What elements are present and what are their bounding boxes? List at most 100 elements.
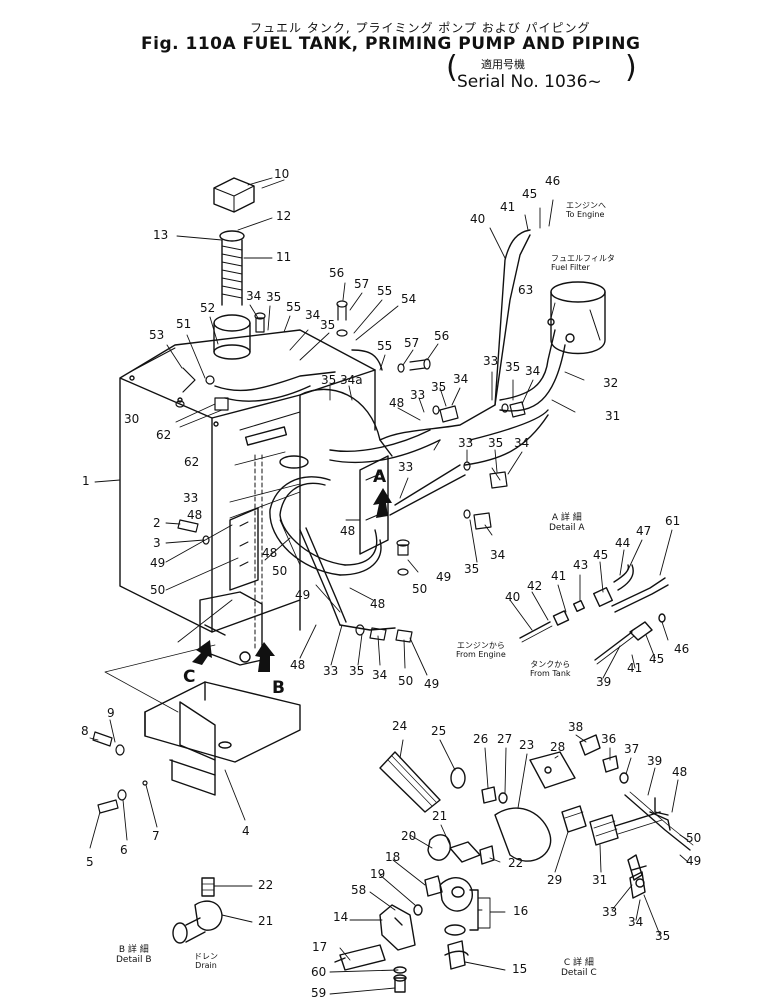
serial-paren-right: ) <box>625 50 637 85</box>
callout-30: 30 <box>124 412 140 426</box>
callout-50-b: 50 <box>272 564 288 578</box>
callout-35-c2: 35 <box>655 929 671 943</box>
arrow-a-shape <box>373 488 392 518</box>
arrow-c-shape <box>192 640 212 665</box>
callout-14: 14 <box>333 910 349 924</box>
callout-1: 1 <box>82 474 90 488</box>
callout-43: 43 <box>573 558 589 572</box>
serial-paren-left: ( <box>446 50 458 85</box>
callout-32: 32 <box>603 376 619 390</box>
callout-20: 20 <box>401 829 417 843</box>
view-arrow-b-letter: B <box>272 678 285 698</box>
callout-48-c2: 48 <box>672 765 688 779</box>
callout-21-c: 21 <box>432 809 448 823</box>
callout-9: 9 <box>107 706 115 720</box>
callout-62-b: 62 <box>184 455 200 469</box>
callout-56-top: 56 <box>329 266 345 280</box>
callout-57-top: 57 <box>354 277 370 291</box>
callout-49-c: 49 <box>436 570 452 584</box>
callout-15: 15 <box>512 962 528 976</box>
callout-33-c2: 33 <box>602 905 618 919</box>
callout-48-d: 48 <box>340 524 356 538</box>
callout-35-h: 35 <box>349 664 365 678</box>
callout-26: 26 <box>473 732 489 746</box>
callout-62-a: 62 <box>156 428 172 442</box>
callout-54: 54 <box>401 292 417 306</box>
callout-2: 2 <box>153 516 161 530</box>
callout-48-e: 48 <box>370 597 386 611</box>
callout-55-top: 55 <box>377 284 393 298</box>
callout-36: 36 <box>601 732 617 746</box>
callout-50-c: 50 <box>412 582 428 596</box>
callout-41-a: 41 <box>551 569 567 583</box>
callout-31-top: 31 <box>605 409 621 423</box>
callout-34-f: 34 <box>490 548 506 562</box>
callout-11: 11 <box>276 250 292 264</box>
callout-35-b: 35 <box>320 318 336 332</box>
callout-25: 25 <box>431 724 447 738</box>
view-arrow-c-letter: C <box>183 667 196 687</box>
callout-49-a: 49 <box>150 556 166 570</box>
callout-45-b: 45 <box>649 652 665 666</box>
callout-35-e: 35 <box>431 380 447 394</box>
callout-8: 8 <box>81 724 89 738</box>
callout-49-d: 49 <box>424 677 440 691</box>
callout-17: 17 <box>312 940 328 954</box>
arrow-b-shape <box>255 642 275 672</box>
callout-39-a: 39 <box>596 675 612 689</box>
callout-58: 58 <box>351 883 367 897</box>
callout-57-right: 57 <box>404 336 420 350</box>
callout-5: 5 <box>86 855 94 869</box>
callout-35-g: 35 <box>464 562 480 576</box>
callout-7: 7 <box>152 829 160 843</box>
detail-a-drawing <box>519 564 669 665</box>
callout-35-a: 35 <box>266 290 282 304</box>
callout-37: 37 <box>624 742 640 756</box>
callout-31-c: 31 <box>592 873 608 887</box>
callout-40-top: 40 <box>470 212 486 226</box>
callout-12: 12 <box>276 209 292 223</box>
callout-42: 42 <box>527 579 543 593</box>
leader-bracket-16 <box>477 897 506 929</box>
callout-4: 4 <box>242 824 250 838</box>
callout-56-right: 56 <box>434 329 450 343</box>
fittings <box>92 300 526 814</box>
callout-40-a: 40 <box>505 590 521 604</box>
callout-50-c2: 50 <box>686 831 702 845</box>
callout-55-right: 55 <box>377 339 393 353</box>
view-arrows <box>192 488 392 672</box>
fuel-tank <box>119 177 376 651</box>
callout-34-b: 34 <box>305 308 321 322</box>
callout-50-a: 50 <box>150 583 166 597</box>
callout-34-a: 34 <box>246 289 262 303</box>
tank-guard <box>144 681 301 796</box>
callout-61: 61 <box>665 514 681 528</box>
callout-24: 24 <box>392 719 408 733</box>
serial-japanese: 適用号機 <box>481 58 525 71</box>
detail-b-drawing <box>172 877 223 944</box>
callout-46-top: 46 <box>545 174 561 188</box>
callout-19: 19 <box>370 867 386 881</box>
fuel-pipes <box>214 229 566 631</box>
callout-39-c: 39 <box>647 754 663 768</box>
callout-33-b: 33 <box>410 388 426 402</box>
callout-34-g: 34 <box>372 668 388 682</box>
title-japanese: フュエル タンク, プライミング ポンプ および パイピング <box>250 21 591 35</box>
callout-35-c: 35 <box>321 373 337 387</box>
callout-45-a: 45 <box>593 548 609 562</box>
callout-33-d: 33 <box>398 460 414 474</box>
callout-21-b: 21 <box>258 914 274 928</box>
callout-28: 28 <box>550 740 566 754</box>
callout-51: 51 <box>176 317 192 331</box>
callout-34-e: 34 <box>514 436 530 450</box>
callout-49-c2: 49 <box>686 854 702 868</box>
callout-29: 29 <box>547 873 563 887</box>
